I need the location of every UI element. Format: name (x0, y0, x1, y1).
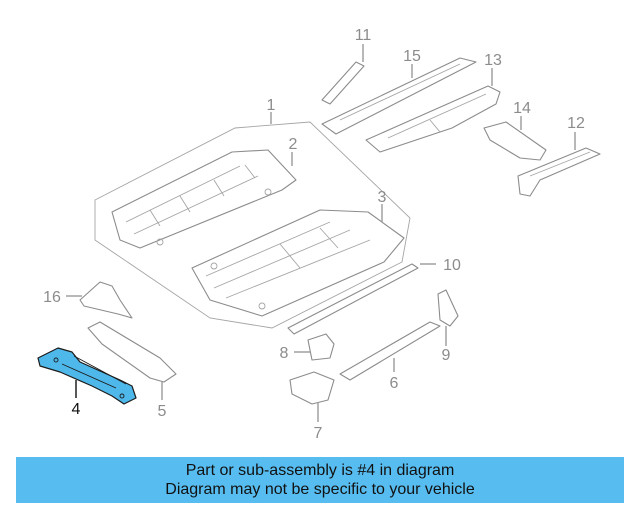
crossmember-part-5 (87, 321, 177, 383)
post-bracket-part-9 (437, 289, 459, 327)
callout-6: 6 (390, 375, 399, 392)
callout-8: 8 (280, 345, 289, 362)
banner-line-1: Part or sub-assembly is #4 in diagram (185, 462, 455, 479)
rocker-reinforcement-part-15 (321, 57, 477, 135)
callout-7: 7 (314, 425, 323, 442)
callout-2: 2 (289, 136, 298, 153)
gusset-part-16 (79, 281, 133, 319)
info-banner: Part or sub-assembly is #4 in diagram Di… (16, 457, 624, 503)
callout-14: 14 (513, 100, 531, 117)
rear-floor-pan-part (191, 209, 405, 317)
callout-15: 15 (403, 48, 421, 65)
callout-16: 16 (43, 289, 61, 306)
callout-13: 13 (484, 52, 502, 69)
callout-10: 10 (443, 257, 461, 274)
callout-11: 11 (355, 27, 372, 44)
callout-9: 9 (442, 347, 451, 364)
bracket-part-7 (289, 371, 335, 405)
leader-lines (66, 44, 576, 422)
callout-4: 4 (72, 401, 81, 418)
highlighted-part-4 (37, 347, 137, 405)
callout-5: 5 (158, 403, 167, 420)
side-sill-part-13 (365, 85, 501, 153)
bracket-part-11 (321, 61, 365, 105)
parts-diagram: 1 2 3 4 5 6 7 8 9 10 11 12 13 14 15 16 (37, 27, 601, 442)
plate-part-8 (307, 333, 335, 361)
banner-line-2: Diagram may not be specific to your vehi… (165, 481, 475, 498)
callout-12: 12 (567, 115, 585, 132)
floor-assembly-outline (94, 121, 411, 329)
front-floor-pan-part (111, 149, 297, 249)
rail-part-10 (287, 263, 419, 335)
cross-rail-part-12 (517, 147, 601, 197)
lower-rail-part-6 (339, 321, 441, 381)
callout-3: 3 (378, 189, 387, 206)
callout-1: 1 (267, 97, 276, 114)
bracket-part-14 (483, 121, 547, 161)
